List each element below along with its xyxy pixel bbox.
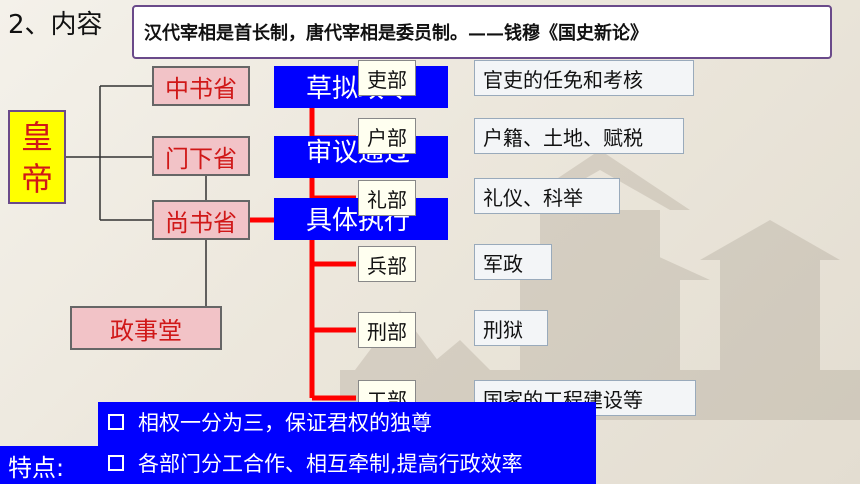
section-heading: 2、内容 xyxy=(8,10,103,40)
duty-li-rites: 礼仪、科举 xyxy=(474,178,620,214)
dept-hu-revenue: 户部 xyxy=(358,118,416,154)
dept-xing-justice: 刑部 xyxy=(358,312,416,348)
zhongshu-sheng-box: 中书省 xyxy=(152,66,250,106)
shangshu-sheng-box: 尚书省 xyxy=(152,200,250,240)
duty-xing-justice: 刑狱 xyxy=(474,310,548,346)
feature-item: 各部门分工合作、相互牵制,提高行政效率 xyxy=(98,442,596,484)
duty-bing-war: 军政 xyxy=(474,244,552,280)
emperor-box: 皇帝 xyxy=(8,110,66,204)
shangshu-role-bar: 具体执行 xyxy=(274,198,448,240)
square-bullet-icon xyxy=(108,455,124,471)
feature-text: 各部门分工合作、相互牵制,提高行政效率 xyxy=(138,452,523,476)
quote-box: 汉代宰相是首长制，唐代宰相是委员制。——钱穆《国史新论》 xyxy=(132,5,832,59)
dept-li-rites: 礼部 xyxy=(358,180,416,216)
feature-item: 相权一分为三，保证君权的独尊 xyxy=(98,402,596,442)
dept-bing-war: 兵部 xyxy=(358,246,416,282)
duty-li-personnel: 官吏的任免和考核 xyxy=(474,60,694,96)
dept-li-personnel: 吏部 xyxy=(358,60,416,96)
features-label: 特点: xyxy=(0,446,98,484)
duty-hu-revenue: 户籍、土地、赋税 xyxy=(474,118,684,154)
menxia-sheng-box: 门下省 xyxy=(152,136,250,176)
square-bullet-icon xyxy=(108,414,124,430)
zhengshitang-box: 政事堂 xyxy=(70,306,222,350)
features-panel: 相权一分为三，保证君权的独尊 各部门分工合作、相互牵制,提高行政效率 xyxy=(98,402,596,484)
feature-text: 相权一分为三，保证君权的独尊 xyxy=(138,411,432,435)
